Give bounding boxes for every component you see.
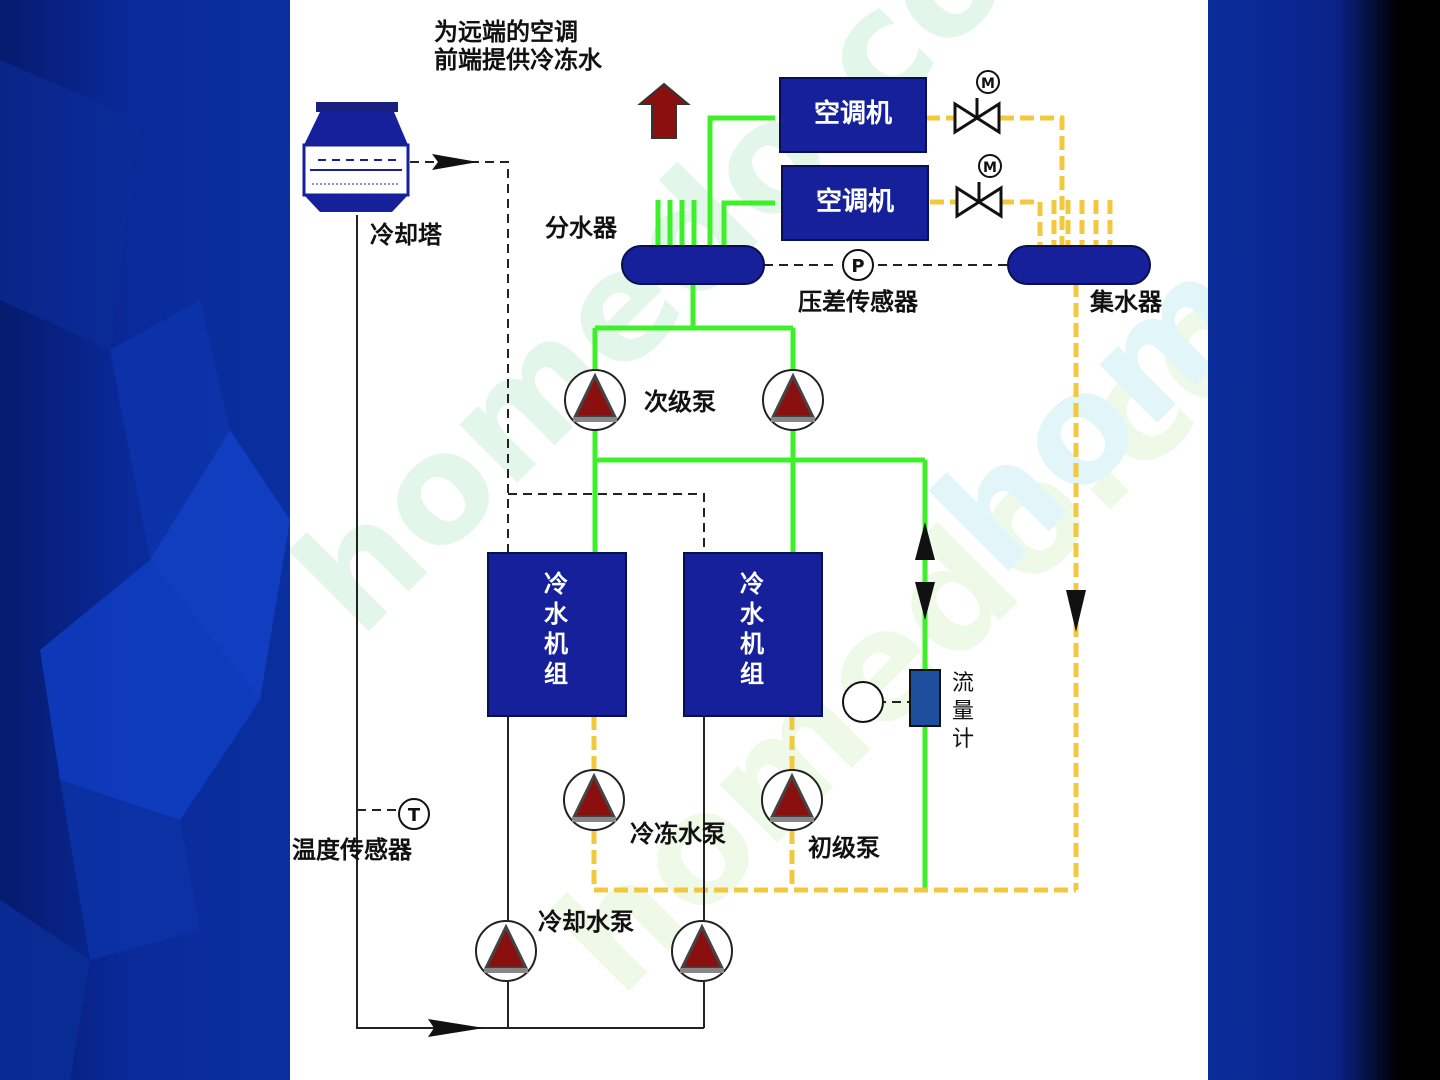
water-collector-label: 集水器 (1089, 288, 1163, 316)
air-handling-unit-2: 空调机 (781, 165, 929, 241)
front-end-note-line1: 为远端的空调 (434, 18, 578, 46)
cooling-tower (302, 102, 410, 212)
svg-text:机: 机 (740, 630, 764, 658)
right-background-panel (1208, 0, 1440, 1080)
svg-text:冷: 冷 (544, 570, 568, 598)
front-end-note-line2: 前端提供冷冻水 (434, 46, 603, 74)
temperature-sensor-icon: T (398, 798, 430, 830)
arrow-return-down (1066, 590, 1086, 632)
svg-text:冷: 冷 (740, 570, 764, 598)
secondary-pump-label: 次级泵 (644, 388, 716, 416)
hvac-system-diagram: homedo.com homedo.com homedo.com (290, 0, 1208, 1037)
supply-pipes (592, 115, 928, 890)
arrow-to-cooling-tower (432, 154, 478, 170)
svg-text:机: 机 (544, 630, 568, 658)
pressure-sensor-label: 压差传感器 (798, 288, 919, 316)
cooling-water-pump-1-icon (474, 919, 538, 983)
flow-arrows (428, 154, 1086, 1037)
cooling-water-pump-2-icon (670, 919, 734, 983)
water-distributor (621, 245, 765, 285)
cooling-tower-label: 冷却塔 (370, 221, 443, 249)
chilled-water-pump-2-icon (760, 768, 824, 832)
svg-text:空调机: 空调机 (816, 186, 894, 217)
secondary-pump-1-icon (563, 368, 627, 432)
return-pipes (591, 115, 1113, 893)
water-collector (1007, 245, 1151, 285)
svg-text:T: T (408, 805, 421, 826)
arrow-cooling-return (428, 1019, 484, 1037)
svg-text:空调机: 空调机 (814, 98, 892, 129)
primary-pump-label: 初级泵 (808, 834, 880, 862)
temperature-sensor-label: 温度传感器 (292, 836, 413, 864)
motorized-valve-1-icon: M (953, 70, 1001, 135)
secondary-pump-2-icon (761, 368, 825, 432)
cooling-water-loop (356, 215, 705, 1029)
svg-text:组: 组 (544, 660, 568, 688)
diagram-canvas: homedo.com homedo.com homedo.com (290, 0, 1208, 1080)
flow-meter (842, 669, 941, 727)
chiller-unit-2: 冷 水 机 组 (683, 552, 823, 717)
cooling-water-pump-label: 冷却水泵 (538, 908, 634, 936)
svg-text:水: 水 (740, 600, 765, 628)
flow-meter-label-3: 计 (952, 727, 974, 752)
svg-text:M: M (981, 76, 995, 92)
motorized-valve-2-icon: M (955, 154, 1003, 219)
flow-meter-gauge-icon (842, 681, 884, 723)
air-handling-unit-1: 空调机 (779, 77, 927, 153)
flow-meter-label-1: 流 (952, 671, 974, 696)
arrow-flow-up (915, 522, 935, 560)
watermark: homedo.com homedo.com homedo.com (290, 0, 1208, 1025)
pressure-sensor-icon: P (842, 249, 874, 281)
supply-up-arrow-icon (637, 82, 691, 139)
water-distributor-label: 分水器 (545, 214, 618, 242)
chiller-unit-1: 冷 水 机 组 (487, 552, 627, 717)
svg-text:组: 组 (740, 660, 764, 688)
svg-text:水: 水 (544, 600, 569, 628)
left-background-panel (0, 0, 290, 1080)
svg-text:P: P (851, 256, 864, 277)
svg-text:M: M (983, 160, 997, 176)
flow-meter-label-2: 量 (952, 699, 974, 724)
arrow-flow-down (915, 582, 935, 620)
chilled-water-pump-label: 冷冻水泵 (630, 820, 726, 848)
chilled-water-pump-1-icon (562, 768, 626, 832)
left-crystal-decoration (0, 60, 290, 1080)
